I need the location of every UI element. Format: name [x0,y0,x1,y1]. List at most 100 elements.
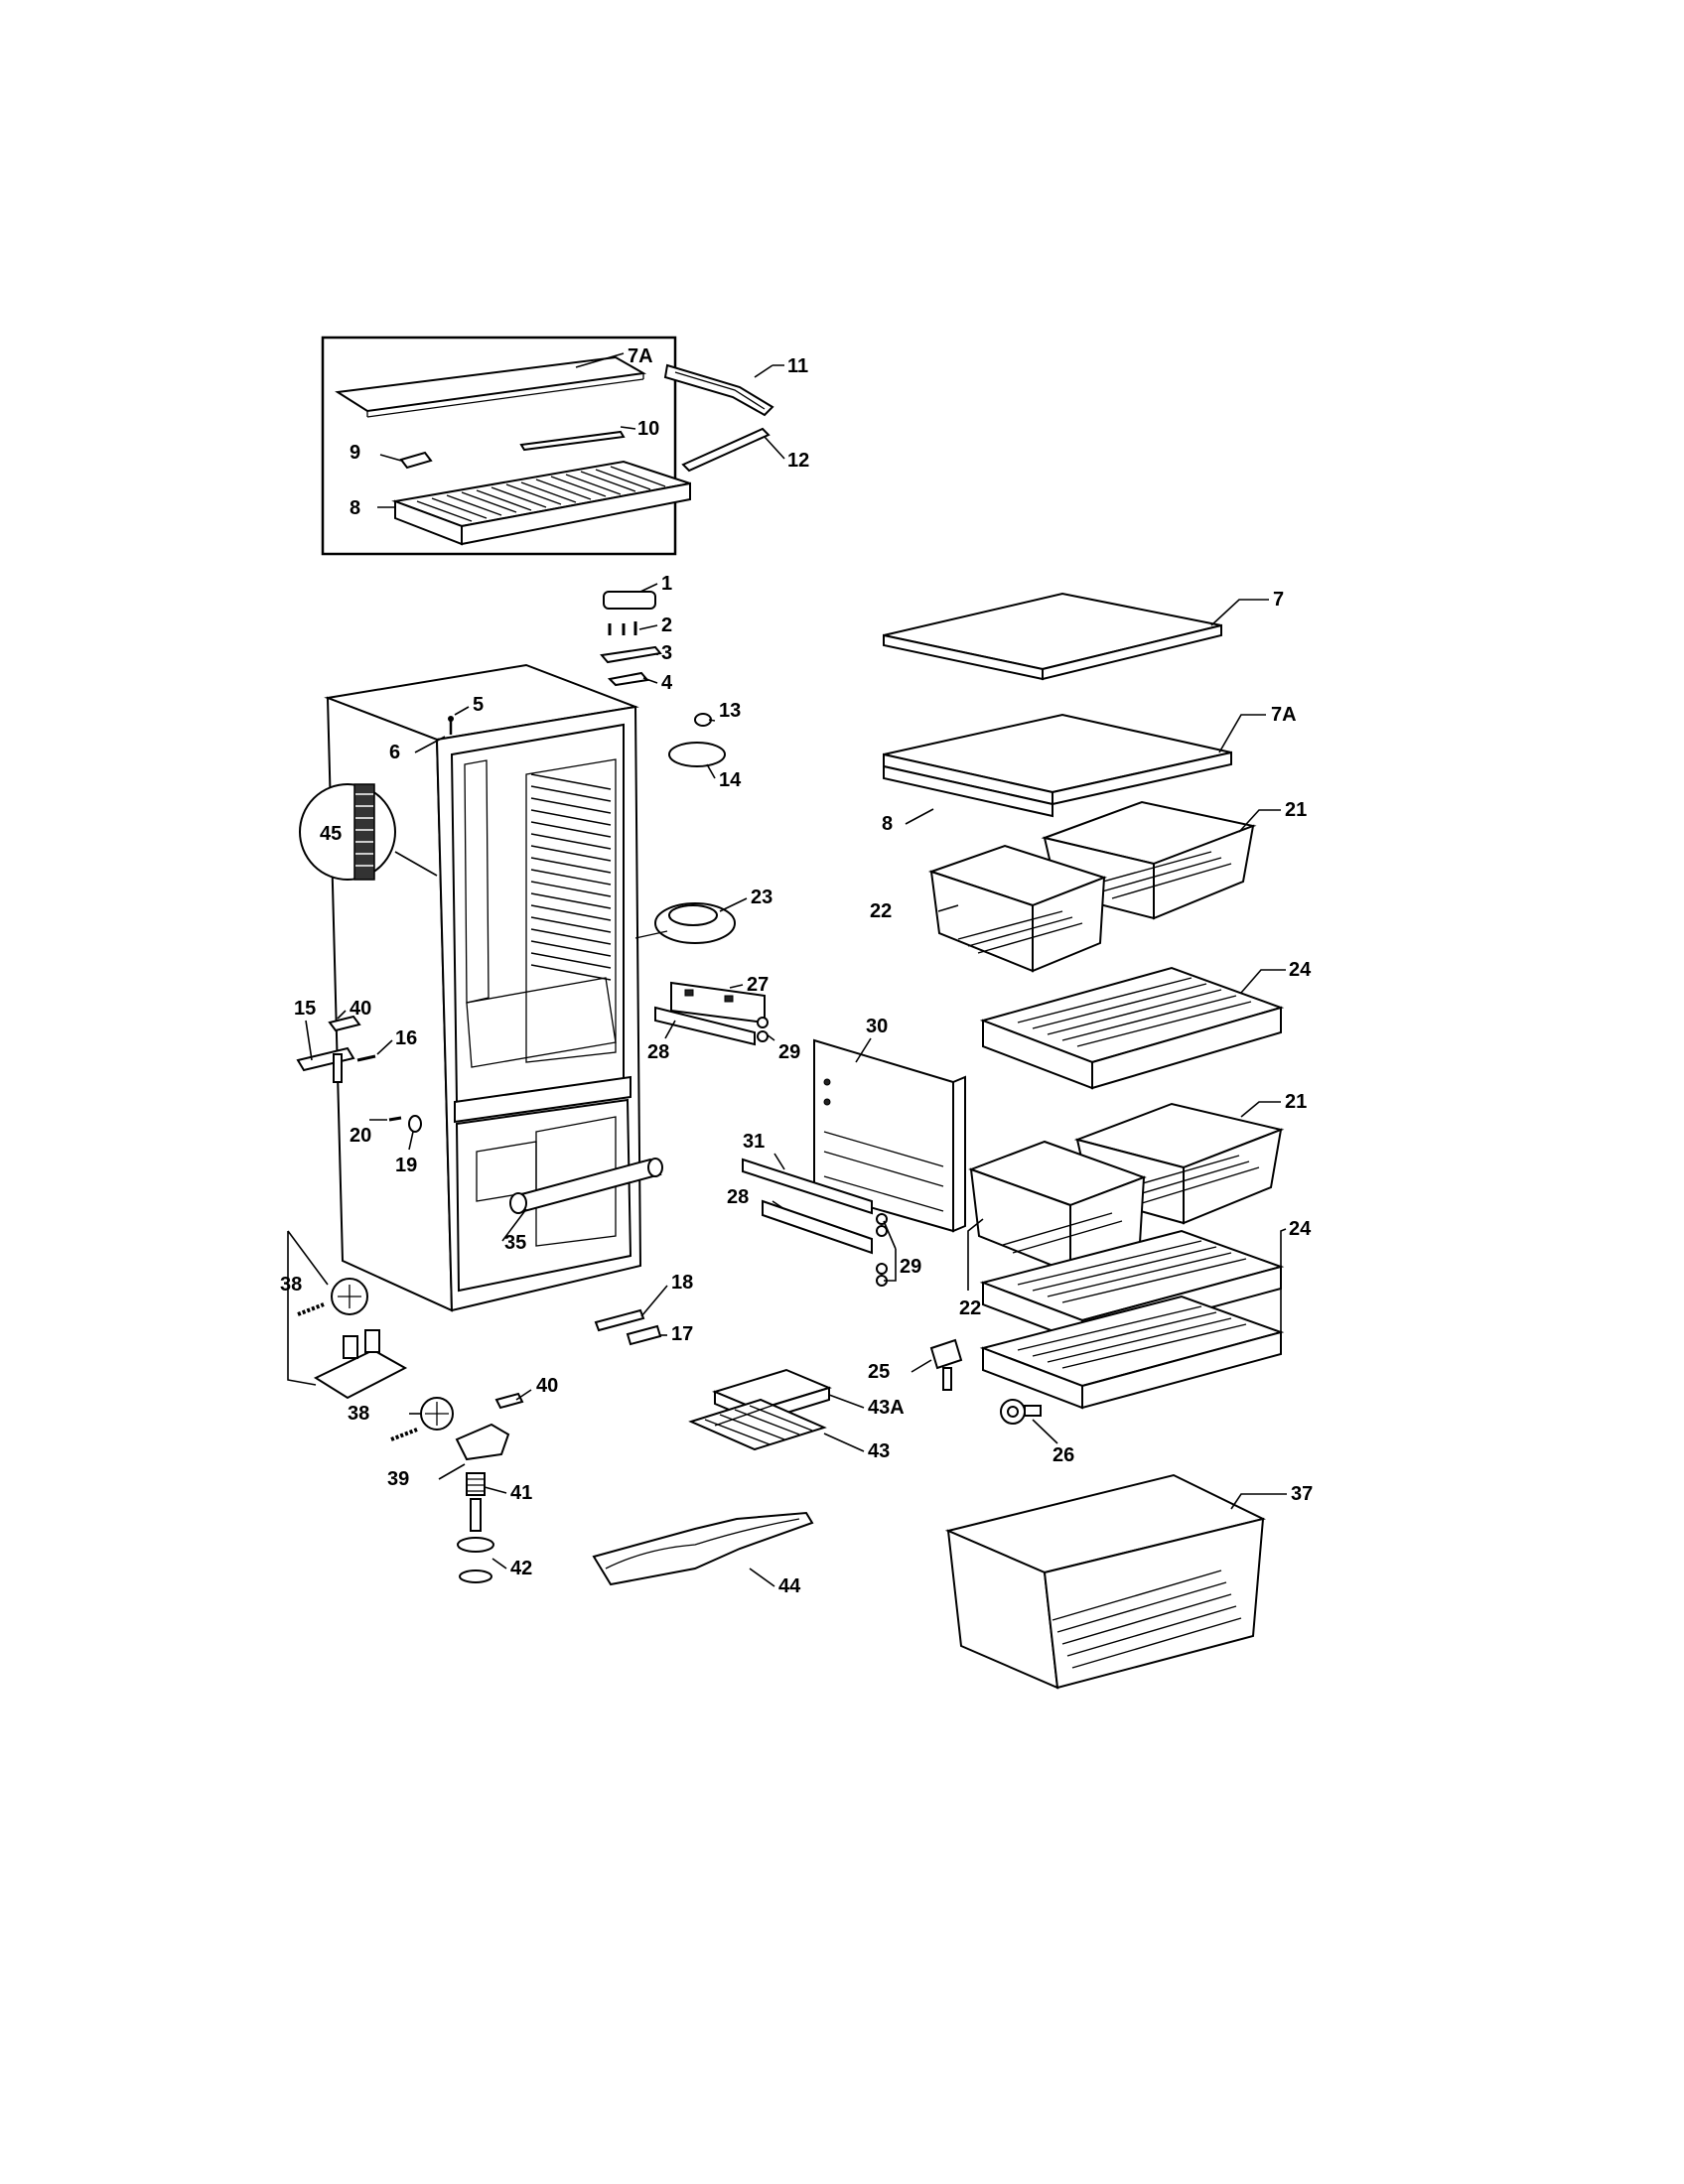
label-21-lower: 21 [1285,1091,1307,1113]
inset-shelf-trim-part [519,430,626,452]
part-25-damper [929,1338,963,1391]
part-26-knob [1000,1399,1042,1425]
label-37: 37 [1291,1483,1313,1505]
label-30: 30 [866,1016,888,1037]
label-21-upper: 21 [1285,799,1307,821]
part-45-gasket-detail [299,783,438,881]
label-43A: 43A [868,1397,905,1419]
label-29-upper: 29 [778,1041,800,1063]
label-10: 10 [637,418,659,440]
label-23: 23 [751,887,772,908]
hinge-screws [608,621,637,635]
label-15: 15 [294,998,316,1020]
label-6: 6 [389,742,400,763]
part-28-upper-rail [654,1006,756,1046]
leader-lines [305,583,1287,1587]
inset-clip-part [399,451,433,470]
part-22-crisper-upper [927,844,1107,973]
label-19: 19 [395,1155,417,1176]
part-24-tray-lower [979,1295,1285,1410]
inset-bracket-part [663,363,774,417]
label-26: 26 [1052,1444,1074,1466]
part-23-fan-motor [634,902,736,944]
part-40-hinge-bracket [328,1015,361,1032]
label-39: 39 [387,1468,409,1490]
part-16-screw [356,1054,376,1062]
label-38-upper: 38 [280,1274,302,1296]
part-8-shelf-frame [883,764,1053,818]
part-24-tray-upper [979,966,1285,1090]
part-20-screw [388,1116,402,1122]
label-9: 9 [350,442,360,464]
label-5: 5 [473,694,484,716]
label-7A: 7A [1271,704,1297,726]
label-16: 16 [395,1027,417,1049]
label-22-lower: 22 [959,1297,981,1319]
label-29-lower: 29 [900,1256,921,1278]
part-17-trim [626,1324,662,1346]
part-38-wheel-upper [297,1278,368,1316]
label-24-upper: 24 [1289,959,1312,981]
part-30-crisper-cover [813,1038,966,1233]
label-2: 2 [661,614,672,636]
part-5-screw [448,716,454,735]
part-35-crossbar [509,1158,663,1214]
label-8: 8 [882,813,893,835]
part-19-washer [408,1115,422,1133]
part-29-upper-roller [757,1017,769,1042]
roller-base-bracket [313,1329,408,1400]
part-43-ice-tray [688,1398,827,1451]
label-25: 25 [868,1361,890,1383]
label-40-upper: 40 [350,998,371,1020]
inset-shelf-glass-part [335,355,647,418]
label-44: 44 [778,1575,801,1597]
refrigerator-cabinet [324,663,642,1312]
part-15-bottom-hinge [296,1046,355,1083]
label-28-upper: 28 [647,1041,669,1063]
label-4: 4 [661,672,673,694]
label-40-lower: 40 [536,1375,558,1397]
label-1: 1 [661,573,672,595]
part-37-bottom-drawer [944,1473,1266,1690]
label-35: 35 [504,1232,526,1254]
label-41: 41 [510,1482,532,1504]
part-18-trim [594,1308,645,1332]
part-44-door-gasket [592,1511,814,1586]
label-11: 11 [787,355,808,377]
label-14: 14 [719,769,742,791]
label-43: 43 [868,1440,890,1462]
part-number-labels: 7A 11 10 12 9 8 1 2 3 4 5 6 13 14 45 23 … [280,345,1313,1597]
part-7A-glass-shelf [883,713,1232,806]
label-45: 45 [320,823,342,845]
part-38-wheel-lower [390,1397,454,1441]
inset-rail-part [681,427,771,473]
label-18: 18 [671,1272,693,1294]
label-20: 20 [350,1125,371,1147]
label-13: 13 [719,700,741,722]
label-42: 42 [510,1558,532,1579]
parts-1-4-top-hinge [600,591,662,687]
part-41-leveling-leg [466,1472,486,1496]
inset-box [321,336,785,556]
inset-shelf-frame-part [391,460,691,546]
label-3: 3 [661,642,672,664]
label-7: 7 [1273,589,1284,611]
label-7A-inset: 7A [628,345,653,367]
label-28-lower: 28 [727,1186,749,1208]
label-38-lower: 38 [348,1403,369,1425]
label-31: 31 [743,1131,765,1153]
part-7-glass-shelf [883,592,1222,681]
part-39-leveling-bracket [455,1423,510,1461]
label-12: 12 [787,450,809,472]
part-13-bulb [694,713,712,727]
label-17: 17 [671,1323,693,1345]
label-24-lower: 24 [1289,1218,1312,1240]
label-22-upper: 22 [870,900,892,922]
part-14-light-cover [668,742,726,767]
part-28-lower-rail [762,1199,873,1255]
part-40-lower-bracket [494,1392,524,1410]
label-27: 27 [747,974,769,996]
part-31-rail [742,1158,873,1215]
part-42-leveling-foot [457,1498,494,1583]
